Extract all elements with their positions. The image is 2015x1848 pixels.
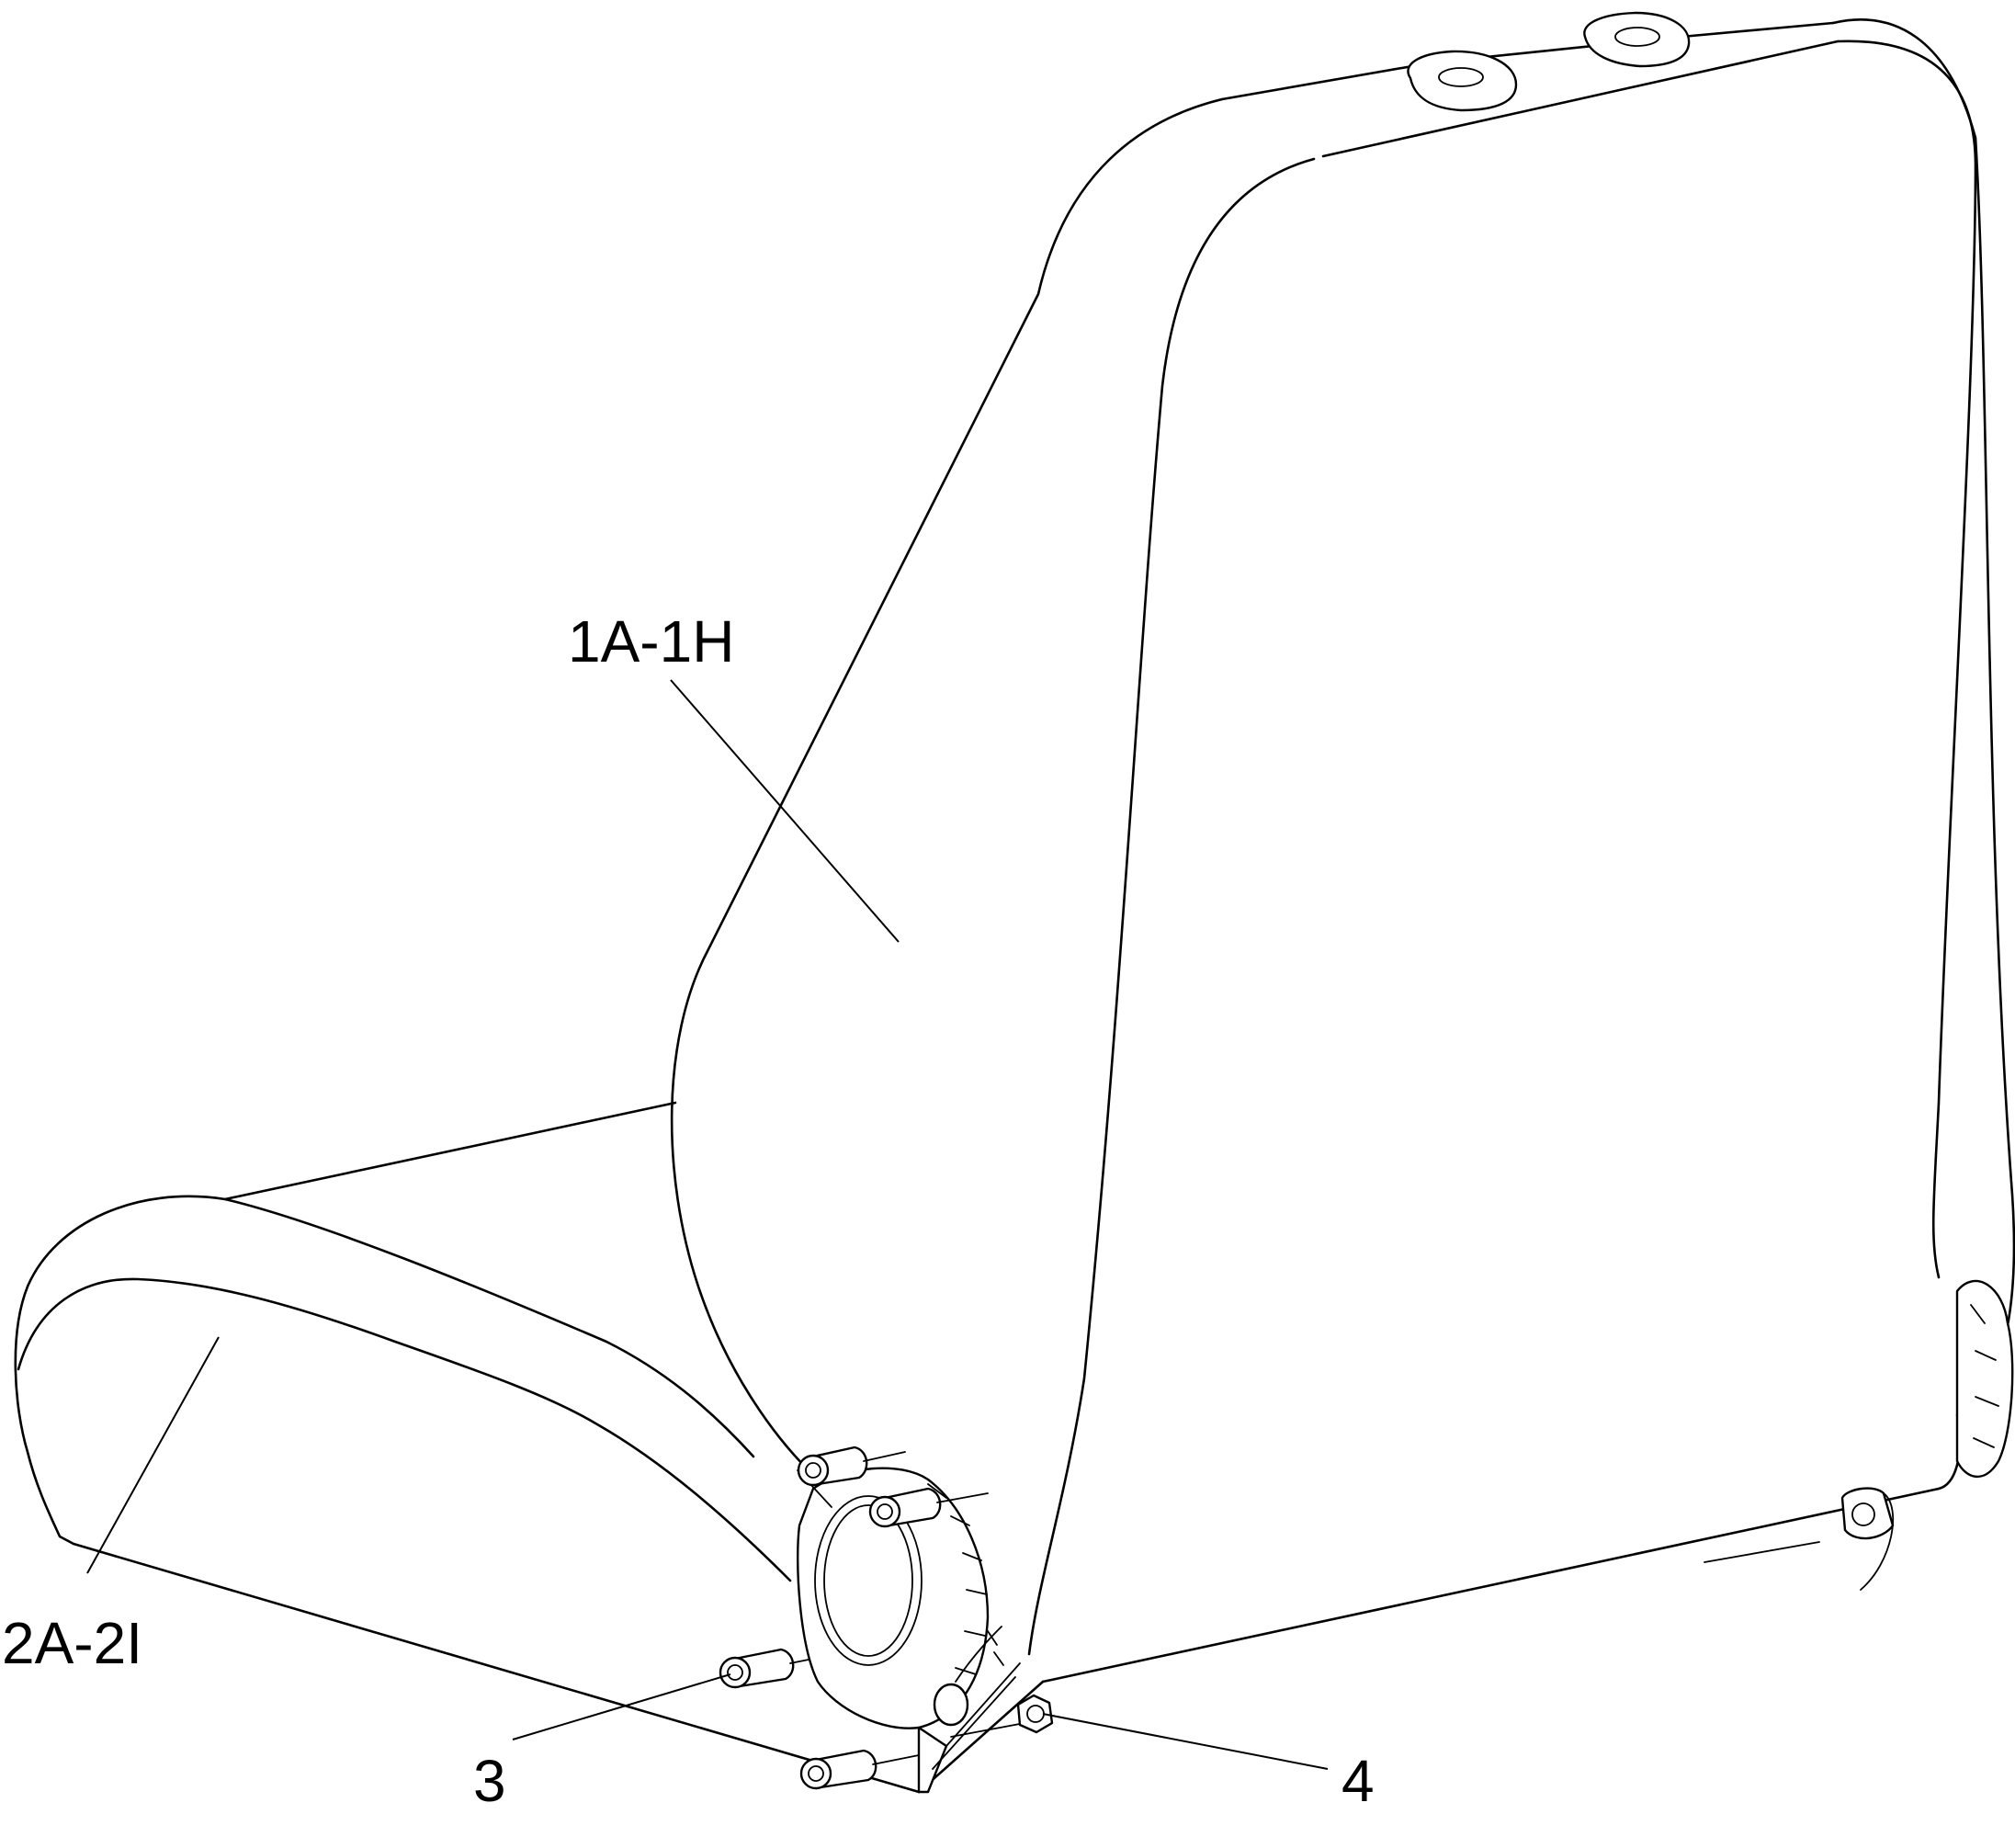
- leader-seat-cushion: [86, 1336, 220, 1574]
- bolt-bottom-1: [719, 1648, 809, 1689]
- backrest: [670, 11, 2015, 1684]
- knob-face: [814, 1495, 923, 1666]
- recline-mechanism: [797, 1467, 1021, 1794]
- callout-backrest: 1A-1H: [568, 608, 734, 675]
- bolt-top-1: [797, 1446, 906, 1487]
- callout-nut: 4: [1341, 1748, 1375, 1814]
- bolt-top-2: [868, 1487, 989, 1528]
- recline-knob-right: [1955, 1279, 2014, 1479]
- callout-bolt: 3: [473, 1748, 506, 1814]
- leader-backrest: [670, 679, 900, 943]
- leader-bolt: [512, 1673, 731, 1740]
- leader-lines: [86, 679, 1329, 1770]
- bolt-set: [719, 1446, 1025, 1790]
- bolt-bottom-2: [799, 1749, 920, 1790]
- headrest-mount-left: [1407, 50, 1518, 112]
- leader-nut: [1042, 1713, 1329, 1770]
- callout-labels: 1A-1H 2A-2I 3 4: [2, 608, 1375, 1814]
- callout-seat-cushion: 2A-2I: [2, 1610, 142, 1676]
- headrest-mount-right: [1583, 11, 1691, 68]
- seat-cushion: [14, 1101, 1045, 1794]
